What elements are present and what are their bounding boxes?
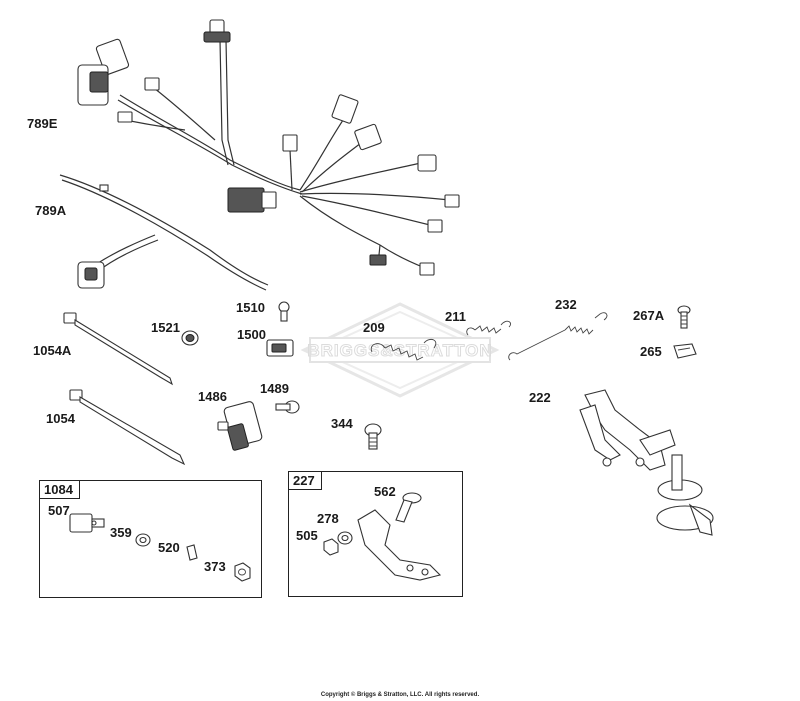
callout-505: 505 xyxy=(296,528,318,543)
kit-box-227: 227 xyxy=(288,471,463,597)
wire-harness-789e xyxy=(77,19,460,276)
callout-1489: 1489 xyxy=(260,381,289,396)
connector-1500 xyxy=(266,339,294,357)
callout-1510: 1510 xyxy=(236,300,265,315)
callout-222: 222 xyxy=(529,390,551,405)
sensor-1486 xyxy=(217,401,263,451)
washer-359 xyxy=(135,533,151,547)
screw-1510 xyxy=(278,301,290,322)
nut-505 xyxy=(323,538,339,556)
nut-373 xyxy=(234,562,251,582)
kit-label-227: 227 xyxy=(289,472,322,490)
kit-label-1084: 1084 xyxy=(40,481,80,499)
bracket-assembly-222 xyxy=(579,389,714,536)
callout-1054: 1054 xyxy=(46,411,75,426)
callout-267a: 267A xyxy=(633,308,665,323)
clip-265 xyxy=(673,343,697,359)
cable-tie-1054 xyxy=(69,389,186,466)
spring-232 xyxy=(508,312,608,361)
switch-507 xyxy=(69,513,105,533)
cable-tie-1054a xyxy=(63,312,173,386)
callout-1486: 1486 xyxy=(198,389,227,404)
callout-1521: 1521 xyxy=(151,320,180,335)
bolt-344 xyxy=(364,423,382,450)
callout-1500: 1500 xyxy=(237,327,266,342)
callout-211: 211 xyxy=(445,309,466,324)
kit-box-1084: 1084 xyxy=(39,480,262,598)
callout-209: 209 xyxy=(363,320,385,335)
wire-harness-789a xyxy=(59,174,269,291)
bracket-227 xyxy=(357,509,442,581)
spring-211 xyxy=(466,320,512,336)
grommet-1521 xyxy=(181,330,199,346)
spring-209 xyxy=(370,338,437,361)
callout-789a: 789A xyxy=(35,203,67,218)
callout-562: 562 xyxy=(374,484,396,499)
washer-278 xyxy=(337,531,353,545)
callout-344: 344 xyxy=(331,416,353,431)
callout-373: 373 xyxy=(204,559,226,574)
bolt-562 xyxy=(395,492,422,523)
callout-520: 520 xyxy=(158,540,180,555)
screw-267a xyxy=(677,305,691,329)
callout-789e: 789E xyxy=(27,116,58,131)
callout-232: 232 xyxy=(555,297,577,312)
callout-1054a: 1054A xyxy=(33,343,72,358)
callout-265: 265 xyxy=(640,344,662,359)
clip-520 xyxy=(186,544,198,561)
callout-278: 278 xyxy=(317,511,339,526)
callout-507: 507 xyxy=(48,503,70,518)
callout-359: 359 xyxy=(110,525,132,540)
screw-1489 xyxy=(275,400,300,414)
copyright-notice: Copyright © Briggs & Stratton, LLC. All … xyxy=(320,692,480,698)
